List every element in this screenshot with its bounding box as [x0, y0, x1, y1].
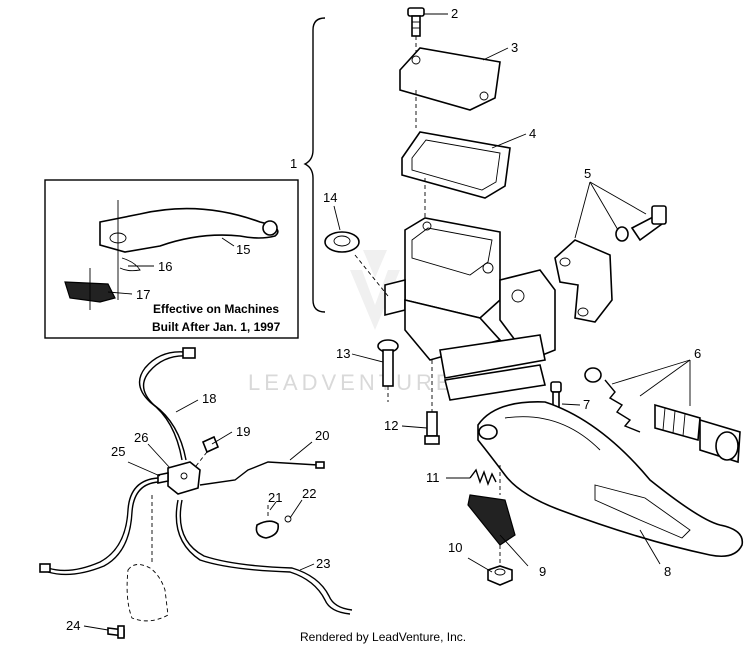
callout-1: 1: [290, 156, 297, 171]
diaphragm-gasket-4: [401, 131, 511, 220]
junction-block-26: [157, 461, 201, 495]
callout-20: 20: [315, 428, 329, 443]
brake-hose-23: [175, 499, 353, 615]
callout-13: 13: [336, 346, 350, 361]
callout-12: 12: [384, 418, 398, 433]
screw-24: [107, 625, 125, 639]
inset-bushing-17: [64, 268, 116, 310]
inset-note-line2: Built After Jan. 1, 1997: [152, 320, 281, 334]
assembly-bracket: [303, 17, 326, 313]
screw-2: [407, 7, 425, 58]
callout-21: 21: [268, 490, 282, 505]
brake-switch-19: [195, 435, 220, 467]
bolt-13: [377, 339, 399, 402]
washer-14: [324, 231, 389, 297]
callout-22: 22: [302, 486, 316, 501]
callout-10: 10: [448, 540, 462, 555]
master-cylinder-body: [384, 217, 556, 401]
switch-wire-20: [199, 461, 325, 486]
clip-21: [255, 505, 280, 539]
callout-16: 16: [158, 259, 172, 274]
callout-26: 26: [134, 430, 148, 445]
brake-hose-18: [138, 347, 196, 461]
callout-3: 3: [511, 40, 518, 55]
callout-24: 24: [66, 618, 80, 633]
piston-kit-6: [584, 367, 741, 464]
callout-11: 11: [426, 470, 440, 485]
lever-pin-9: [467, 465, 516, 565]
callout-8: 8: [664, 564, 671, 579]
watermark-text: LEADVENTURE: [248, 370, 455, 395]
leader-lines: [83, 13, 691, 631]
screw-22: [284, 515, 292, 523]
inset-note-line1: Effective on Machines: [153, 302, 279, 316]
callout-15: 15: [236, 242, 250, 257]
callout-5: 5: [584, 166, 591, 181]
inset-spring-16: [119, 257, 141, 272]
footer-credit: Rendered by LeadVenture, Inc.: [300, 630, 466, 644]
callout-23: 23: [316, 556, 330, 571]
bolt-12: [424, 360, 440, 445]
callout-4: 4: [529, 126, 536, 141]
callout-18: 18: [202, 391, 216, 406]
handlebar-clamp-5: [554, 205, 667, 323]
callout-6: 6: [694, 346, 701, 361]
callout-2: 2: [451, 6, 458, 21]
caliper-outline: [126, 495, 169, 622]
brake-lever-8: [477, 401, 744, 558]
callout-7: 7: [583, 397, 590, 412]
spring-11: [469, 468, 497, 487]
inset-box: [44, 179, 299, 339]
callout-9: 9: [539, 564, 546, 579]
callout-17: 17: [136, 287, 150, 302]
nut-10: [487, 565, 513, 586]
reservoir-cover-3: [399, 47, 501, 128]
brake-hose-25: [39, 477, 159, 576]
callout-25: 25: [111, 444, 125, 459]
inset-lever-15: [99, 200, 279, 300]
callout-19: 19: [236, 424, 250, 439]
callout-14: 14: [323, 190, 337, 205]
